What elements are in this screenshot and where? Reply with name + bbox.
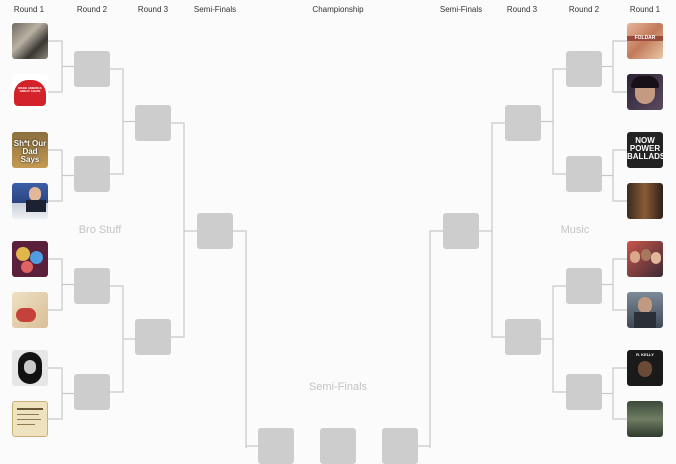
portrait-bw-thumbnail[interactable] [12, 350, 48, 386]
bracket-connector-22 [612, 367, 627, 420]
bracket-connector-12 [171, 122, 185, 338]
face-shape [630, 251, 640, 263]
bracket-connector-28 [491, 122, 505, 338]
bracket-connector-20 [612, 258, 627, 311]
slot-right-round2-2[interactable] [566, 156, 602, 192]
slot-championship-left[interactable] [258, 428, 294, 464]
slot-left-round2-2[interactable] [74, 156, 110, 192]
doc-line [17, 408, 43, 410]
suit-shape [634, 312, 656, 328]
header-left-round-1: Round 1 [13, 5, 45, 14]
now-caption: NOW POWER BALLADS [627, 136, 663, 161]
face-shape [638, 361, 652, 377]
foldar-caption: FOLDAR [627, 36, 663, 41]
bracket-connector-14 [233, 230, 247, 448]
bracket-connector-8 [110, 68, 124, 175]
bracket-connector-4 [48, 258, 63, 311]
circle-yellow [16, 247, 30, 261]
header-right-round-3: Round 3 [506, 5, 538, 14]
rock-band-thumbnail[interactable] [627, 183, 663, 219]
cap-caption: MAKE AMERICA GREAT AGAIN [18, 86, 42, 93]
header-right-semifinals: Semi-Finals [439, 5, 483, 14]
slot-left-round2-4[interactable] [74, 374, 110, 410]
slot-left-semifinal[interactable] [197, 213, 233, 249]
colorful-circles-thumbnail[interactable] [12, 241, 48, 277]
hand-thumbnail[interactable] [12, 292, 48, 328]
singer-thumbnail[interactable] [627, 74, 663, 110]
bracket-connector-30 [429, 230, 443, 448]
doc-line [17, 419, 41, 420]
red-cap-thumbnail[interactable]: MAKE AMERICA GREAT AGAIN [12, 74, 48, 110]
hand-shape [16, 308, 36, 322]
circle-red [21, 261, 33, 273]
face-shape [29, 187, 41, 201]
face-shape [24, 360, 36, 374]
slot-left-round3-1[interactable] [135, 105, 171, 141]
slot-championship-center[interactable] [320, 428, 356, 464]
bracket-connector-26 [552, 285, 566, 393]
group-photo-thumbnail[interactable] [627, 241, 663, 277]
man-portrait-thumbnail[interactable] [627, 292, 663, 328]
face-shape [638, 297, 652, 313]
header-left-round-3: Round 3 [137, 5, 169, 14]
dad-says-caption: Sh*t Our Dad Says [13, 139, 47, 164]
face-shape [641, 249, 651, 261]
header-right-round-1: Round 1 [629, 5, 661, 14]
document-thumbnail[interactable] [12, 401, 48, 437]
slot-right-round2-1[interactable] [566, 51, 602, 87]
cap-shape [14, 80, 46, 106]
now-power-ballads-thumbnail[interactable]: NOW POWER BALLADS [627, 132, 663, 168]
suit-shape [26, 200, 46, 212]
slot-championship-right[interactable] [382, 428, 418, 464]
slot-left-round2-3[interactable] [74, 268, 110, 304]
r-kelly-caption: R. KELLY [636, 352, 654, 357]
r-kelly-thumbnail[interactable]: R. KELLY [627, 350, 663, 386]
band-photo-thumbnail[interactable] [12, 23, 48, 59]
slot-right-round2-3[interactable] [566, 268, 602, 304]
sht-my-dad-says-thumbnail[interactable]: Sh*t Our Dad Says [12, 132, 48, 168]
region-label-music: Music [560, 224, 590, 236]
bracket-connector-18 [612, 149, 627, 202]
bracket-lines [48, 40, 627, 448]
bracket-connector-16 [612, 40, 627, 93]
header-championship: Championship [312, 5, 364, 14]
header-left-round-2: Round 2 [76, 5, 108, 14]
slot-left-round2-1[interactable] [74, 51, 110, 87]
face-shape [651, 252, 661, 264]
bracket-connector-10 [110, 285, 124, 393]
bracket-connector-6 [48, 367, 63, 420]
region-label-semifinals: Semi-Finals [308, 381, 368, 393]
header-left-semifinals: Semi-Finals [193, 5, 237, 14]
slot-right-semifinal[interactable] [443, 213, 479, 249]
politician-thumbnail[interactable] [12, 183, 48, 219]
region-label-bro-stuff: Bro Stuff [78, 224, 122, 236]
slot-left-round3-2[interactable] [135, 319, 171, 355]
hair-shape [631, 76, 659, 88]
doc-line [17, 414, 39, 415]
bracket-connector-0 [48, 40, 63, 93]
slot-right-round3-2[interactable] [505, 319, 541, 355]
doc-line [17, 424, 35, 425]
bracket-connector-2 [48, 149, 63, 202]
circle-blue [30, 251, 43, 264]
slot-right-round3-1[interactable] [505, 105, 541, 141]
header-right-round-2: Round 2 [568, 5, 600, 14]
foldable-art-thumbnail[interactable]: FOLDAR [627, 23, 663, 59]
slot-right-round2-4[interactable] [566, 374, 602, 410]
choir-thumbnail[interactable] [627, 401, 663, 437]
bracket-connector-24 [552, 68, 566, 175]
